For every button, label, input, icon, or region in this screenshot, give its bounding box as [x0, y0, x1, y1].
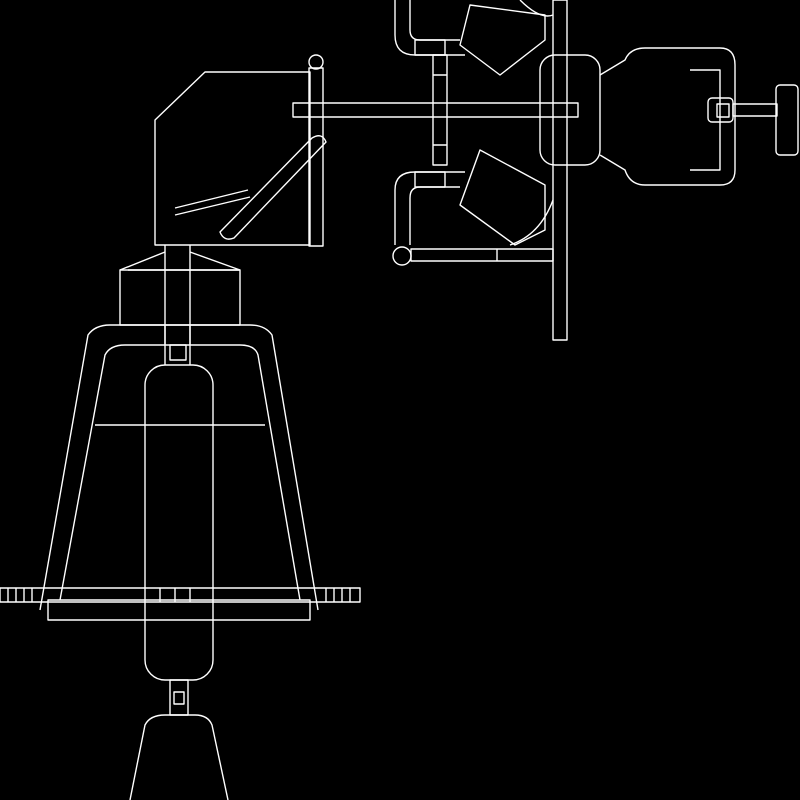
upper-cup — [459, 4, 546, 76]
flange-plate — [47, 599, 311, 621]
lower-pipe-collar — [414, 171, 446, 188]
pipe-joints — [433, 74, 447, 146]
upper-head — [154, 71, 311, 246]
head-lever — [174, 196, 251, 216]
upper-cup-rim — [519, 0, 554, 17]
pivot-knob — [308, 54, 324, 70]
shaft-collar — [169, 344, 187, 361]
nozzle-cone — [599, 47, 736, 186]
upper-pipe-collar — [414, 39, 446, 56]
head-lever-2 — [174, 189, 249, 209]
knob-insert — [716, 103, 730, 118]
flange — [0, 587, 361, 621]
t-handle — [775, 84, 799, 156]
lower-stem-pin — [173, 691, 185, 705]
nozzle-inner — [690, 69, 721, 171]
bottom-cone — [129, 714, 229, 800]
lower-cup — [459, 149, 546, 246]
hub — [539, 54, 601, 166]
flange-bar — [0, 587, 361, 603]
top-block-cap — [119, 251, 241, 271]
horizontal-rod — [292, 102, 579, 118]
lower-feed-pipe — [410, 248, 554, 262]
flange-center-marks — [159, 588, 191, 602]
vertical-plate — [552, 0, 568, 341]
flange-bolt-teeth-right — [325, 588, 351, 602]
pivot-pin — [308, 67, 324, 247]
right-assembly — [392, 0, 799, 341]
diagonal-arm — [219, 135, 327, 240]
t-handle-bar — [732, 103, 778, 117]
flange-bolt-teeth-left — [7, 588, 33, 602]
lower-cup-rim — [509, 199, 554, 246]
